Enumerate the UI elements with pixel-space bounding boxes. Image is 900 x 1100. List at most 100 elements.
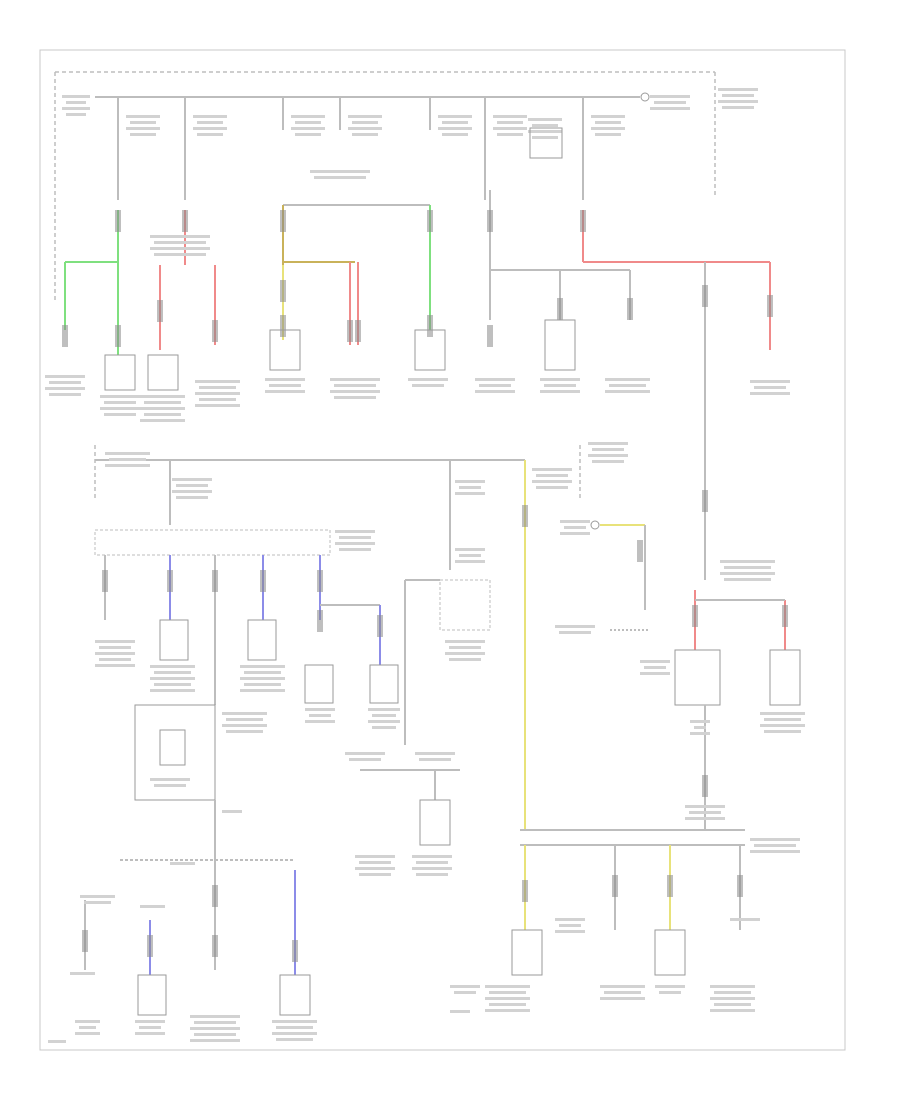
- label-text: [197, 121, 223, 124]
- label-text: [154, 253, 206, 256]
- label-text: [240, 689, 285, 692]
- label-text: [190, 1027, 240, 1030]
- connector: [62, 325, 68, 347]
- label-text: [685, 805, 725, 808]
- label-text: [455, 548, 485, 551]
- label-text: [330, 390, 380, 393]
- label-text: [199, 398, 236, 401]
- label-text: [105, 464, 150, 467]
- label-text: [609, 384, 646, 387]
- connector: [612, 875, 618, 897]
- label-text: [720, 560, 775, 563]
- label-text: [449, 658, 481, 661]
- label-text: [754, 844, 796, 847]
- label-text: [154, 671, 191, 674]
- label-text: [450, 1010, 470, 1013]
- connector: [147, 935, 153, 957]
- label-text: [355, 867, 395, 870]
- label-text: [722, 106, 754, 109]
- connector: [317, 610, 323, 632]
- label-text: [640, 672, 670, 675]
- label-text: [555, 918, 585, 921]
- label-text: [45, 375, 85, 378]
- component-box: [304, 664, 334, 704]
- label-text: [339, 548, 371, 551]
- label-text: [154, 683, 191, 686]
- label-text: [359, 861, 391, 864]
- label-text: [335, 530, 375, 533]
- label-text: [750, 380, 790, 383]
- label-text: [222, 810, 242, 813]
- label-text: [291, 115, 325, 118]
- label-text: [368, 708, 400, 711]
- label-text: [600, 997, 645, 1000]
- component-box: [769, 649, 801, 706]
- label-text: [154, 784, 186, 787]
- label-text: [689, 811, 721, 814]
- label-text: [150, 677, 195, 680]
- connector: [427, 315, 433, 337]
- component-box: [269, 329, 301, 371]
- label-text: [412, 867, 452, 870]
- label-text: [592, 460, 624, 463]
- label-text: [104, 413, 136, 416]
- label-text: [455, 560, 485, 563]
- label-text: [226, 718, 263, 721]
- connector: [427, 210, 433, 232]
- label-text: [479, 384, 511, 387]
- label-text: [685, 817, 725, 820]
- label-text: [150, 778, 190, 781]
- label-text: [150, 665, 195, 668]
- connector: [487, 325, 493, 347]
- component-box: [104, 354, 136, 391]
- label-text: [528, 118, 562, 121]
- label-text: [714, 1003, 751, 1006]
- label-text: [195, 392, 240, 395]
- label-text: [345, 752, 385, 755]
- label-text: [555, 930, 585, 933]
- label-text: [650, 107, 690, 110]
- fuse-icon: [590, 520, 600, 530]
- label-text: [544, 384, 576, 387]
- label-text: [104, 401, 136, 404]
- component-box: [544, 319, 576, 371]
- label-text: [459, 554, 481, 557]
- connector: [580, 210, 586, 232]
- label-text: [269, 384, 301, 387]
- label-text: [193, 127, 227, 130]
- label-text: [764, 730, 801, 733]
- label-text: [485, 1009, 530, 1012]
- label-text: [419, 758, 451, 761]
- connector: [115, 210, 121, 232]
- connector: [102, 570, 108, 592]
- label-text: [475, 378, 515, 381]
- component-box: [369, 664, 399, 704]
- label-text: [710, 985, 755, 988]
- label-text: [154, 241, 206, 244]
- label-text: [339, 536, 371, 539]
- label-text: [564, 526, 586, 529]
- label-text: [438, 115, 472, 118]
- label-text: [291, 127, 325, 130]
- label-text: [442, 133, 468, 136]
- component-box: [654, 929, 686, 976]
- label-text: [655, 985, 685, 988]
- label-text: [372, 726, 396, 729]
- label-text: [720, 572, 775, 575]
- label-text: [536, 474, 568, 477]
- label-text: [489, 1003, 526, 1006]
- label-text: [100, 395, 140, 398]
- connector: [557, 298, 563, 320]
- label-text: [455, 480, 485, 483]
- label-text: [140, 905, 165, 908]
- component-box: [147, 354, 179, 391]
- label-text: [710, 1009, 755, 1012]
- connector: [692, 605, 698, 627]
- connector: [377, 615, 383, 637]
- label-text: [349, 758, 381, 761]
- label-text: [105, 452, 150, 455]
- inner-module: [159, 729, 186, 766]
- label-text: [75, 1032, 100, 1035]
- label-text: [265, 390, 305, 393]
- label-text: [170, 862, 195, 865]
